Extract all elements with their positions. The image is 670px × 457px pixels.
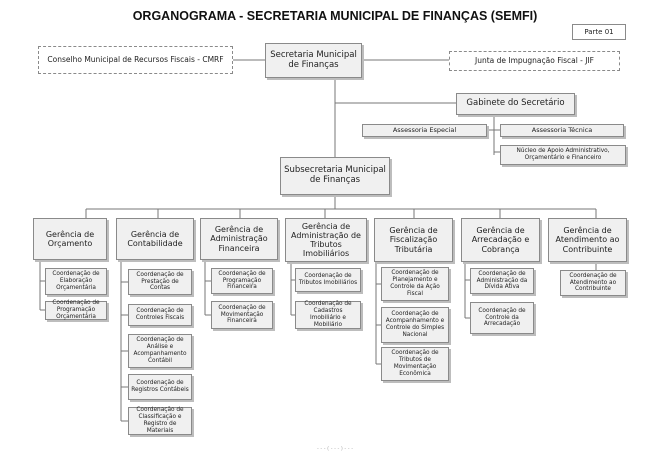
page-title: ORGANOGRAMA - SECRETARIA MUNICIPAL DE FI…: [132, 9, 538, 23]
gerencia-contabilidade-box: Gerência de Contabilidade: [116, 218, 194, 260]
secretaria-box: Secretaria Municipal de Finanças: [265, 43, 362, 78]
assessoria-tecnica-box: Assessoria Técnica: [500, 124, 624, 137]
parte-label: Parte 01: [572, 24, 626, 40]
subsecretaria-box: Subsecretaria Municipal de Finanças: [280, 157, 390, 195]
junta-box: Junta de Impugnação Fiscal - JIF: [449, 51, 620, 71]
coord-controle-arrecadacao: Coordenação de Controle da Arrecadação: [470, 302, 534, 334]
coord-simples-nacional: Coordenação de Acompanhamento e Controle…: [381, 307, 449, 343]
coord-atendimento-contribuinte: Coordenação de Atendimento ao Contribuin…: [560, 270, 626, 296]
coord-divida-ativa: Coordenação de Administração da Dívida A…: [470, 268, 534, 294]
coord-programacao-financeira: Coordenação de Programação Financeira: [211, 268, 273, 294]
assessoria-especial-box: Assessoria Especial: [362, 124, 487, 137]
gerencia-arrecadacao-box: Gerência de Arrecadação e Cobrança: [461, 218, 540, 262]
coord-cadastros: Coordenação de Cadastros Imobiliário e M…: [295, 301, 361, 329]
conselho-box: Conselho Municipal de Recursos Fiscais -…: [38, 46, 233, 74]
gerencia-atendimento-box: Gerência de Atendimento ao Contribuinte: [548, 218, 627, 262]
gerencia-fiscalizacao-box: Gerência de Fiscalização Tributária: [374, 218, 453, 262]
coord-planejamento-acao-fiscal: Coordenação de Planejamento e Controle d…: [381, 267, 449, 301]
gabinete-box: Gabinete do Secretário: [456, 93, 575, 115]
coord-registros-contabeis: Coordenação de Registros Contábeis: [128, 374, 192, 400]
gerencia-orcamento-box: Gerência de Orçamento: [33, 218, 107, 260]
coord-prestacao-contas: Coordenação de Prestação de Contas: [128, 269, 192, 295]
nucleo-box: Núcleo de Apoio Administrativo, Orçament…: [500, 145, 626, 165]
coord-movimentacao-economica: Coordenação de Tributos de Movimentação …: [381, 347, 449, 381]
coord-controles-fiscais: Coordenação de Controles Fiscais: [128, 304, 192, 326]
coord-analise-contabil: Coordenação de Análise e Acompanhamento …: [128, 334, 192, 368]
coord-tributos-imobiliarios: Coordenação de Tributos Imobiliários: [295, 268, 361, 292]
gerencia-adm-financeira-box: Gerência de Administração Financeira: [200, 218, 278, 260]
coord-movimentacao-financeira: Coordenação de Movimentação Financeira: [211, 301, 273, 329]
coord-programacao-orcamentaria: Coordenação de Programação Orçamentária: [45, 300, 107, 320]
footer-text: - - - ( - - - ) - - -: [316, 446, 354, 452]
coord-elaboracao-orcamentaria: Coordenação de Elaboração Orçamentária: [45, 268, 107, 295]
gerencia-tributos-imobiliarios-box: Gerência de Administração de Tributos Im…: [285, 218, 367, 262]
coord-classificacao-materiais: Coordenação de Classificação e Registro …: [128, 407, 192, 435]
